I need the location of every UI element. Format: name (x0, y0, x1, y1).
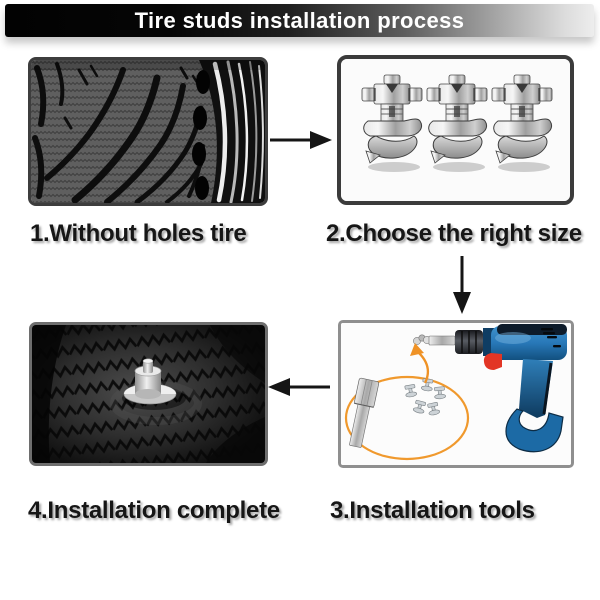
sidewall-highlights (212, 60, 264, 203)
step2-image-panel (337, 55, 574, 205)
installed-stud-image (32, 325, 265, 463)
arrow-down-icon (453, 256, 471, 314)
tire-sidewall (199, 60, 265, 203)
arrow-left-icon (268, 378, 330, 396)
highlight-ellipse (344, 375, 470, 461)
header-bar: Tire studs installation process (5, 4, 594, 37)
shoulder-blocks (192, 70, 210, 200)
step3-image-panel (338, 320, 574, 468)
installed-stud (110, 358, 202, 425)
step1-caption: 1.Without holes tire (30, 220, 247, 247)
arrow-right-icon (270, 131, 332, 149)
orange-arrow-icon (410, 343, 429, 384)
step3-caption: 3.Installation tools (330, 497, 535, 524)
step1-image-panel (28, 57, 268, 206)
tread-groove-topright (210, 325, 265, 383)
drill-trigger (483, 353, 502, 370)
installation-tools-image (341, 323, 571, 465)
studs-cluster (404, 378, 446, 416)
tread-groove-left (32, 325, 66, 463)
drill-illustration (413, 324, 567, 453)
step4-image-panel (29, 322, 268, 466)
tire-studs-image (341, 59, 570, 201)
page-title: Tire studs installation process (134, 7, 465, 33)
tread-groove-bottomright (206, 417, 265, 463)
step4-caption: 4.Installation complete (28, 497, 280, 524)
hex-adapter-illustration (349, 377, 380, 448)
step2-caption: 2.Choose the right size (326, 220, 582, 247)
tire-tread-image (31, 60, 265, 203)
